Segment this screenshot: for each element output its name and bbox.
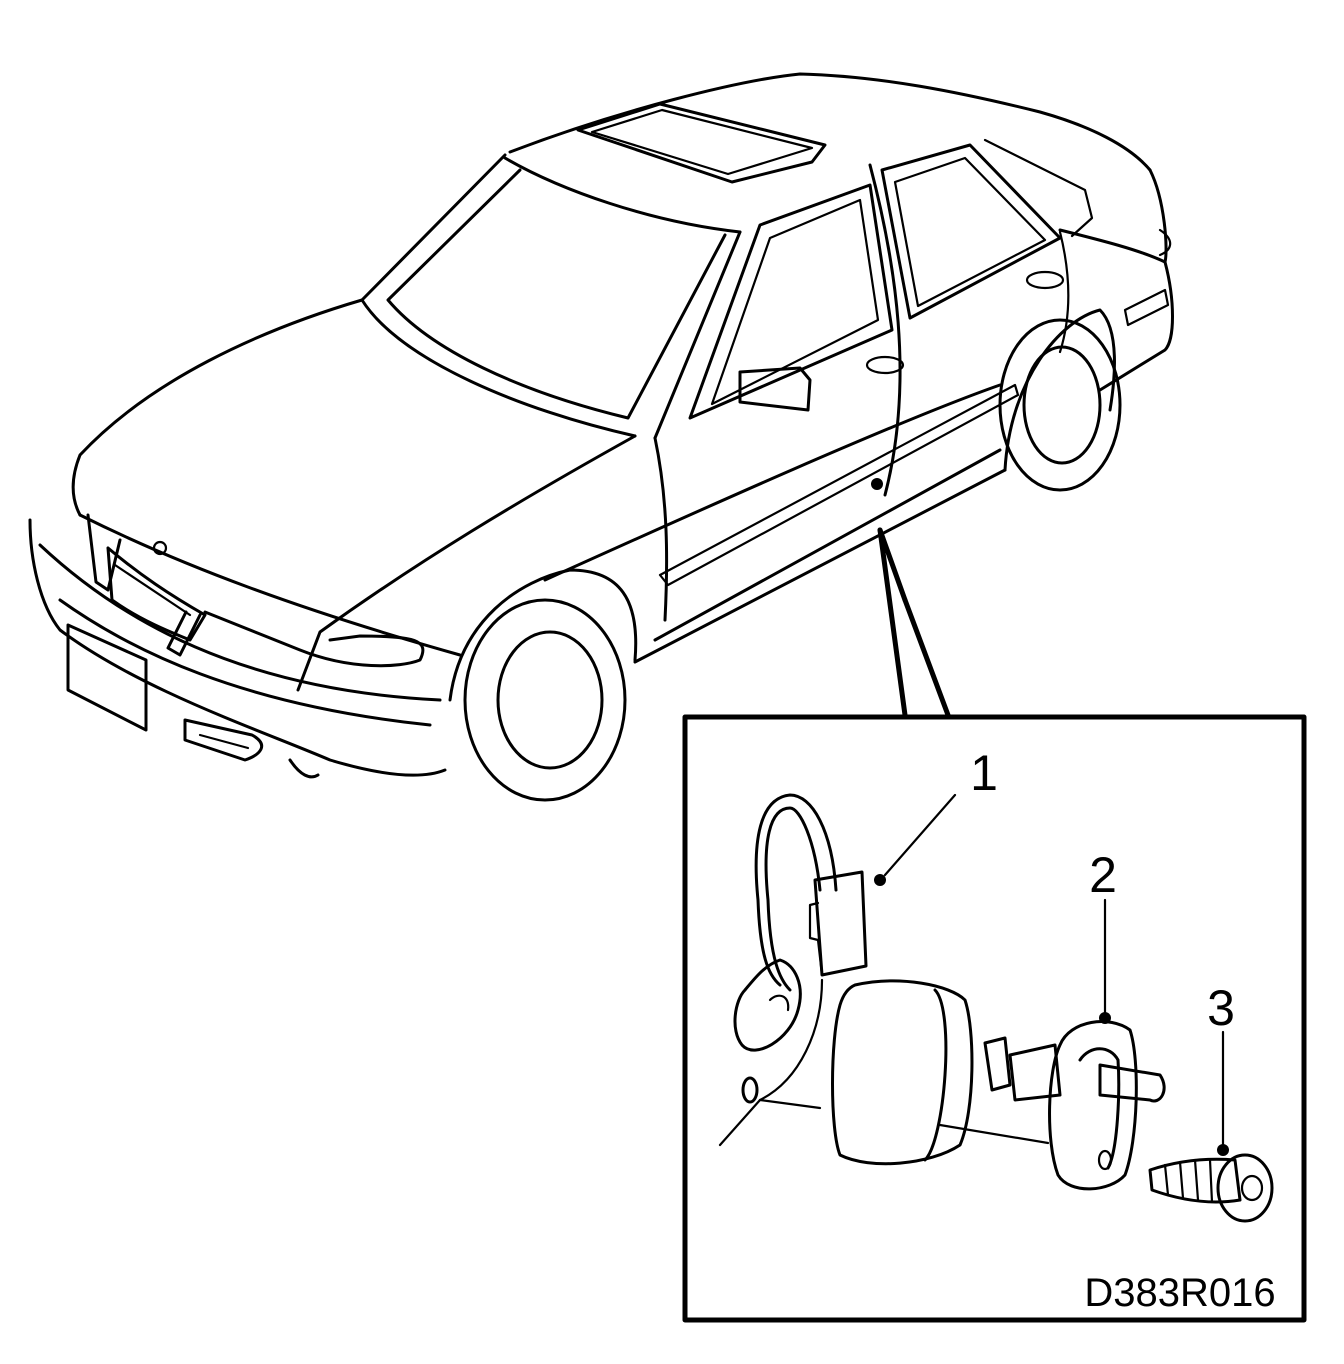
callout-leader-2 (1099, 898, 1111, 1024)
callout-label-3: 3 (1207, 980, 1235, 1036)
car-illustration (28, 72, 1174, 802)
screw-part (1148, 1153, 1274, 1223)
callout-leader-3 (1217, 1030, 1229, 1156)
callout-leader-1 (874, 793, 957, 886)
detail-box (682, 714, 1307, 1323)
rubber-boot-part (831, 979, 1050, 1166)
drawing-code: D383R016 (1084, 1271, 1275, 1315)
callout-label-1: 1 (970, 745, 998, 801)
detail-leader (877, 527, 951, 718)
grommet-hole (741, 1076, 822, 1110)
callout-label-2: 2 (1089, 847, 1117, 903)
door-switch-part (983, 1020, 1166, 1191)
wiring-harness-part (718, 793, 868, 1147)
